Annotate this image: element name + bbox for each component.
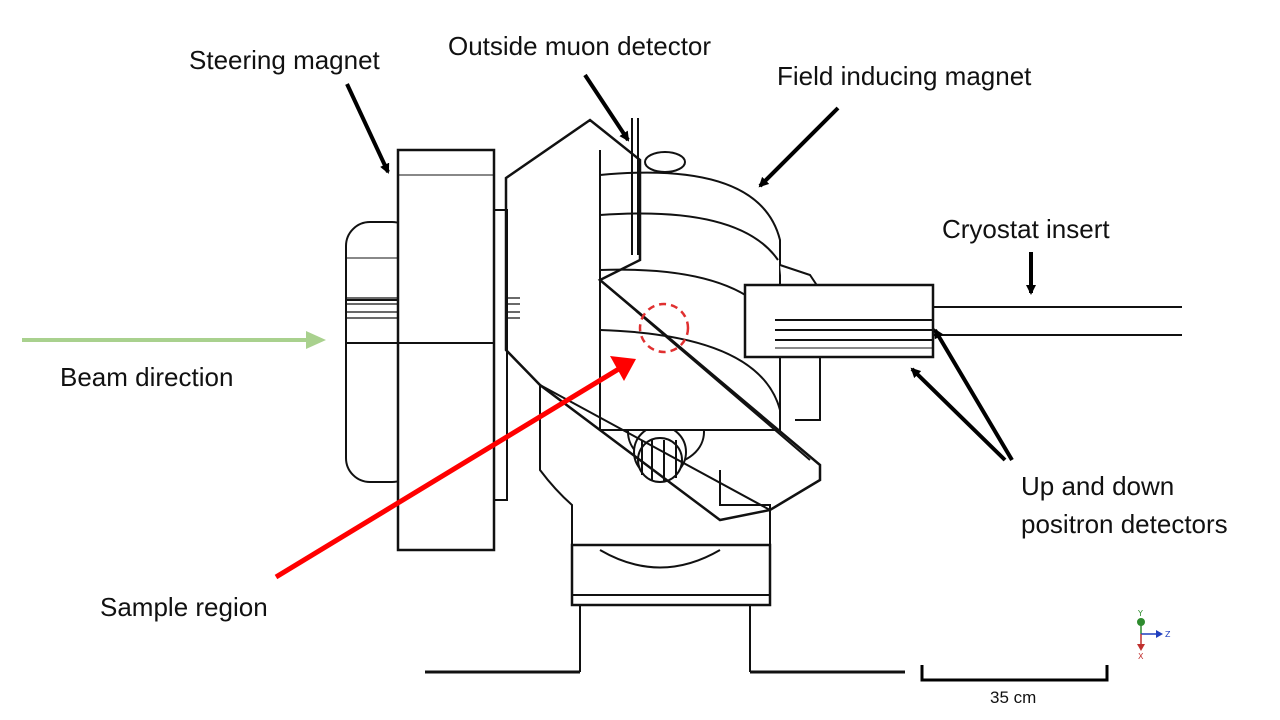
scale-bar — [920, 665, 1109, 682]
muon-detector-arrow — [583, 73, 630, 142]
scale-bar-label: 35 cm — [990, 688, 1037, 707]
beam-direction-label: Beam direction — [60, 362, 234, 392]
positron-detectors-label-line2: positron detectors — [1021, 509, 1228, 539]
coordinate-axes: Y Z X — [1137, 609, 1171, 661]
x-axis-label: X — [1138, 652, 1144, 661]
sample-region-circle — [638, 302, 690, 354]
steering-magnet-arrow — [345, 83, 390, 174]
positron-detectors-label-line1: Up and down — [1021, 471, 1175, 501]
field-inducing-magnet — [599, 171, 781, 431]
outside-muon-detector-label: Outside muon detector — [448, 31, 712, 61]
field-inducing-magnet-label: Field inducing magnet — [777, 61, 1032, 91]
sample-region-label: Sample region — [100, 592, 268, 622]
beam-direction-arrow — [22, 331, 326, 349]
field-magnet-arrow — [758, 106, 840, 188]
annotation-arrows — [345, 73, 1036, 462]
sample-region-arrow — [274, 356, 636, 580]
z-axis-label: Z — [1165, 630, 1171, 639]
steering-magnet-label: Steering magnet — [189, 45, 380, 75]
steering-magnet — [396, 148, 496, 552]
detector-arrow-lower — [910, 367, 1007, 462]
y-axis-label: Y — [1137, 609, 1143, 618]
instrument-drawing — [345, 118, 1182, 674]
detector-arrow-upper — [933, 328, 1014, 462]
cryostat-insert-label: Cryostat insert — [942, 214, 1110, 244]
